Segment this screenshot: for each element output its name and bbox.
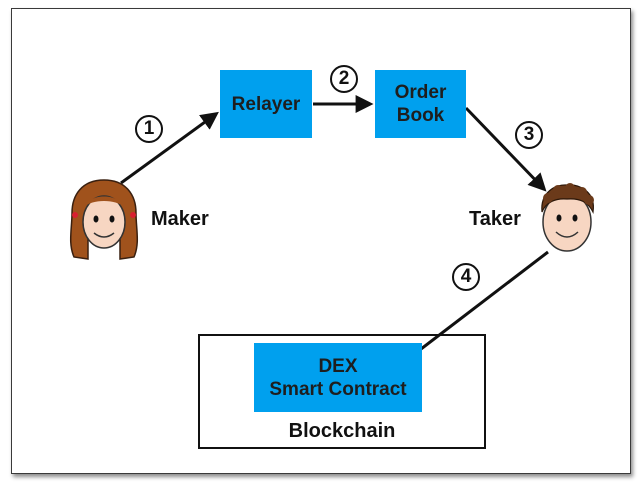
blockchain-container: Blockchain [198,334,486,449]
dex-smart-contract-box: DEX Smart Contract [254,343,422,412]
step-1-badge: 1 [135,115,163,143]
blockchain-label: Blockchain [288,420,396,442]
taker-label: Taker [469,208,521,230]
taker-avatar-icon [541,183,594,252]
arrow-orderbook-to-taker [464,106,547,192]
step-4-badge: 4 [452,263,480,291]
order-book-label: Order Book [394,82,447,126]
order-book-box: Order Book [375,70,466,138]
relayer-label: Relayer [231,93,301,115]
maker-avatar-icon [69,179,139,260]
relayer-box: Relayer [220,70,312,138]
step-3-badge: 3 [515,121,543,149]
maker-label: Maker [151,208,209,230]
step-2-badge: 2 [330,65,358,93]
dex-smart-contract-label: DEX Smart Contract [269,355,407,400]
arrow-taker-to-dex [401,250,549,365]
arrow-maker-to-relayer [120,111,219,185]
